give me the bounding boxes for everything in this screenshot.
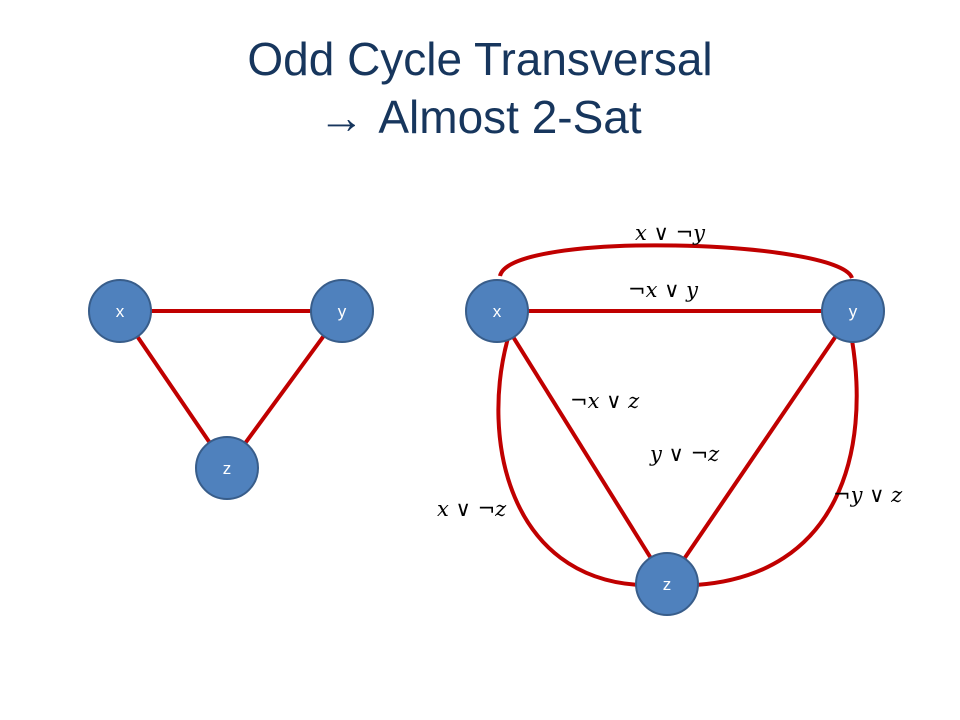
- right-edge-top-arc: [498, 243, 854, 280]
- right-node-y[interactable]: y: [821, 279, 885, 343]
- clause-not-x-or-z: ¬𝑥 ∨ 𝑧: [570, 389, 640, 413]
- left-node-y-label: y: [338, 302, 347, 321]
- left-node-z[interactable]: z: [195, 436, 259, 500]
- slide-title: Odd Cycle Transversal →Almost 2-Sat: [0, 30, 960, 146]
- clause-x-or-not-z: 𝑥 ∨ ¬𝑧: [437, 497, 507, 521]
- right-edge-left-arc: [496, 337, 641, 587]
- clause-not-x-or-y: ¬𝑥 ∨ 𝑦: [628, 278, 699, 302]
- right-node-x-label: x: [493, 302, 502, 321]
- right-node-z[interactable]: z: [635, 552, 699, 616]
- left-edge-y-z: [225, 309, 344, 470]
- left-node-z-label: z: [223, 459, 232, 478]
- left-node-y[interactable]: y: [310, 279, 374, 343]
- clause-y-or-not-z: 𝑦 ∨ ¬𝑧: [649, 442, 720, 466]
- right-edge-x-z: [495, 309, 669, 586]
- title-line-2: →Almost 2-Sat: [0, 88, 960, 146]
- right-edge-y-z: [665, 309, 855, 586]
- right-node-y-label: y: [849, 302, 858, 321]
- right-node-z-label: z: [663, 575, 672, 594]
- title-line-2-text: Almost 2-Sat: [378, 91, 642, 143]
- right-graph: x y z 𝑥 ∨ ¬𝑦 ¬𝑥 ∨ 𝑦 ¬𝑥 ∨ 𝑧 𝑦 ∨ ¬𝑧 𝑥 ∨ ¬𝑧…: [437, 221, 903, 616]
- right-node-x[interactable]: x: [465, 279, 529, 343]
- left-node-x[interactable]: x: [88, 279, 152, 343]
- clause-not-y-or-z: ¬𝑦 ∨ 𝑧: [833, 483, 903, 507]
- left-node-x-label: x: [116, 302, 125, 321]
- right-arrow-icon: →: [318, 91, 365, 143]
- right-edge-right-arc: [695, 339, 859, 587]
- left-graph: x y z: [88, 279, 374, 500]
- clause-x-or-not-y: 𝑥 ∨ ¬𝑦: [635, 221, 706, 245]
- title-line-1: Odd Cycle Transversal: [247, 33, 713, 85]
